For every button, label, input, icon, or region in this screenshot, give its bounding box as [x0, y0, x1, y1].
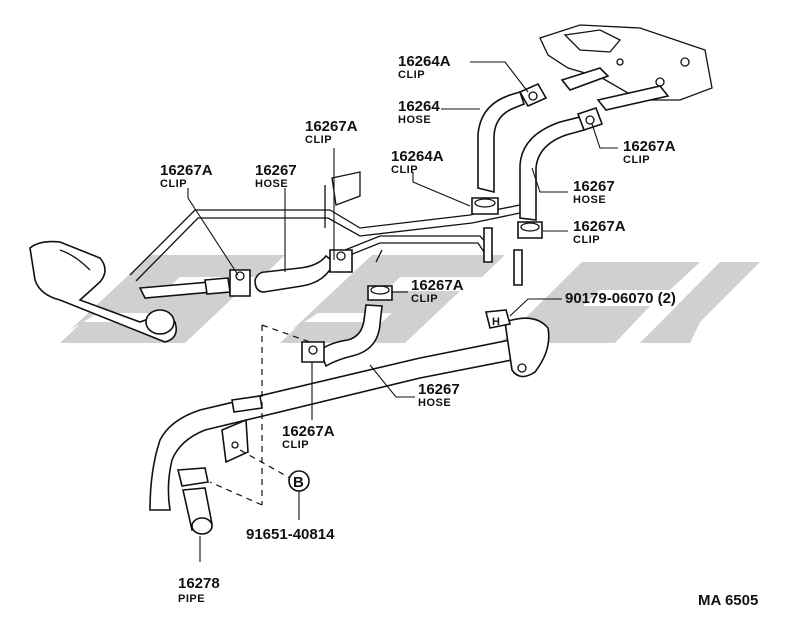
reference-dash-lines	[209, 324, 311, 506]
callout-16267A-right-top: 16267A CLIP	[623, 138, 676, 166]
nut-90179-06070: H	[484, 309, 512, 329]
part-name: CLIP	[573, 234, 600, 246]
part-name: CLIP	[391, 164, 418, 176]
callout-16267-hose-center: 16267 HOSE	[255, 162, 297, 190]
hose-16267-lower	[319, 304, 383, 368]
part-number: 91651-40814	[246, 526, 335, 543]
part-name: CLIP	[623, 154, 650, 166]
engine-block	[539, 24, 713, 111]
clip-16267A-right-top	[576, 106, 604, 132]
part-number: 16267A	[160, 162, 213, 179]
leader-lines	[187, 61, 618, 562]
bolt-marker-text: B	[293, 474, 304, 491]
nut-marker-text: H	[492, 316, 500, 328]
clip-16264A-mid	[471, 197, 499, 215]
part-name: HOSE	[573, 194, 606, 206]
callout-16267A-lower-mid: 16267A CLIP	[411, 277, 464, 305]
callout-16278-pipe: 16278 PIPE	[178, 575, 220, 605]
part-number: 16267	[418, 381, 460, 398]
part-number: 16267A	[282, 423, 335, 440]
callout-16267-hose-right: 16267 HOSE	[573, 178, 615, 206]
callout-16264A-mid: 16264A CLIP	[391, 148, 444, 176]
part-number: 16267A	[573, 218, 626, 235]
callout-16264-hose: 16264 HOSE	[398, 98, 440, 126]
clip-16267A-center	[329, 249, 353, 273]
part-name: CLIP	[411, 293, 438, 305]
callout-90179: 90179-06070 (2)	[565, 290, 676, 307]
callout-16267A-left: 16267A CLIP	[160, 162, 213, 190]
part-number: 16264	[398, 98, 440, 115]
part-name: PIPE	[178, 593, 205, 605]
callout-16267A-center-top: 16267A CLIP	[305, 118, 358, 146]
throttle-body	[29, 240, 231, 343]
part-number: 16264A	[391, 148, 444, 165]
part-number: 16267	[573, 178, 615, 195]
part-number: 16278	[178, 575, 220, 592]
hose-16264	[477, 91, 525, 194]
part-number: 16267	[255, 162, 297, 179]
part-name: CLIP	[282, 439, 309, 451]
part-name: CLIP	[398, 69, 425, 81]
part-name: CLIP	[160, 178, 187, 190]
part-name: HOSE	[255, 178, 288, 190]
clip-16267A-lower	[301, 341, 325, 363]
part-name: HOSE	[398, 114, 431, 126]
bolt-91651-40814: B	[288, 470, 310, 492]
part-number: 16267A	[305, 118, 358, 135]
part-number: 16264A	[398, 53, 451, 70]
part-number: 16267A	[411, 277, 464, 294]
metal-pipes	[129, 171, 523, 286]
callout-91651: 91651-40814	[246, 526, 335, 543]
callout-16267A-lower: 16267A CLIP	[282, 423, 335, 451]
figure-code: MA 6505	[698, 592, 758, 609]
callout-16267A-right-low: 16267A CLIP	[573, 218, 626, 246]
part-name: HOSE	[418, 397, 451, 409]
clip-16267A-left	[229, 269, 251, 297]
callout-16267-hose-lower: 16267 HOSE	[418, 381, 460, 409]
part-number: 16267A	[623, 138, 676, 155]
part-number: 90179-06070 (2)	[565, 290, 676, 307]
callout-16264A-top: 16264A CLIP	[398, 53, 451, 81]
part-name: CLIP	[305, 134, 332, 146]
clip-16267A-right-low	[517, 221, 543, 239]
clip-16267A-lower-mid	[367, 285, 393, 301]
